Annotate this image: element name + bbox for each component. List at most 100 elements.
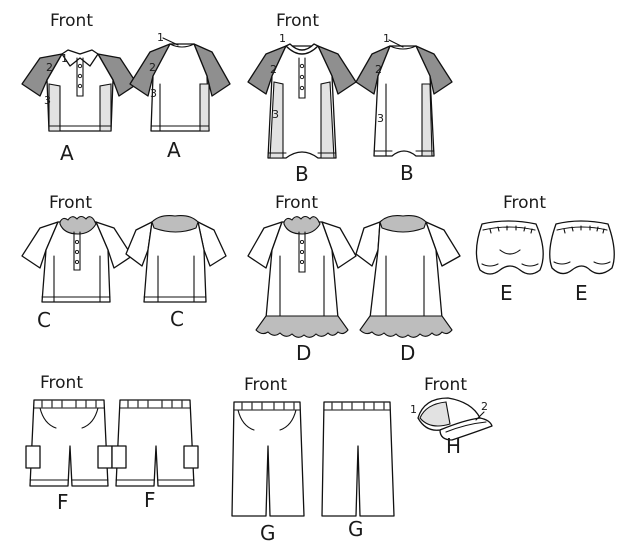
shorts-f-back-gathers (127, 400, 183, 408)
view-letter-f: F (144, 488, 156, 512)
dress-d-front-hem-ruffle (255, 315, 349, 338)
view-letter-c: C (37, 308, 51, 332)
bloomers-e-back-waistband (556, 226, 608, 231)
shorts-f-front-pockets (39, 407, 99, 429)
top-c-placket (73, 231, 81, 271)
shorts-f-front-gathers (41, 400, 97, 408)
view-letter-d: D (296, 341, 311, 365)
piece-number-1: 1 (157, 31, 164, 44)
shirt-a-button (77, 83, 83, 89)
dress-d-button (299, 259, 305, 265)
romper-b-front (247, 43, 357, 159)
front-label-b: Front (276, 11, 319, 31)
shorts-f-back-left-cargo-pocket (111, 445, 127, 469)
romper-b-back-right-side-panel (421, 83, 433, 157)
top-c-back-neck-ruffle (151, 215, 199, 233)
bloomers-e-back-gathers (563, 225, 605, 234)
romper-b-button (299, 85, 305, 91)
pants-g-front-body (231, 401, 305, 517)
view-letter-d: D (400, 341, 415, 365)
romper-b-front-left-side-panel (269, 81, 284, 159)
dress-d-button (299, 249, 305, 255)
dress-d-front-body (265, 221, 339, 319)
pants-g-back-body (321, 401, 395, 517)
bloomers-e-back-body (549, 220, 615, 275)
front-label-e: Front (503, 193, 546, 213)
piece-number-1: 1 (410, 403, 417, 416)
top-c-back (125, 215, 227, 303)
view-letter-a: A (60, 141, 74, 165)
pants-g-front (231, 401, 305, 517)
shirt-a-back-neck (169, 43, 195, 48)
bloomers-e-back-leg-elastic (553, 261, 611, 265)
leader-line (388, 39, 404, 48)
shirt-a-button (77, 73, 83, 79)
cap-h-brim-stitch (445, 421, 487, 433)
cap-h-brim (439, 417, 493, 441)
romper-b-back-body (373, 45, 435, 157)
front-label-f: Front (40, 373, 83, 393)
shorts-f-front (25, 399, 113, 487)
shorts-f-front-left-cargo-pocket (25, 445, 41, 469)
shirt-a-button (77, 63, 83, 69)
shorts-f-front-body (29, 399, 109, 487)
view-letter-b: B (400, 161, 414, 185)
view-letter-e: E (575, 281, 588, 305)
piece-number-1: 1 (61, 52, 68, 65)
piece-number-3: 3 (44, 94, 51, 107)
romper-b-front-body (267, 45, 337, 159)
view-letter-g: G (348, 517, 364, 541)
top-c-button (74, 259, 80, 265)
front-label-c: Front (49, 193, 92, 213)
view-letter-f: F (57, 490, 69, 514)
dress-d-button (299, 239, 305, 245)
romper-b-collar (285, 43, 319, 55)
dress-d-back-seams (385, 255, 425, 317)
shorts-f-front-right-cargo-pocket (97, 445, 113, 469)
pants-g-back (321, 401, 395, 517)
piece-number-3: 3 (272, 108, 279, 121)
piece-number-2: 2 (270, 63, 277, 76)
piece-number-2: 2 (46, 61, 53, 74)
top-c-back-body (143, 221, 207, 303)
pants-g-front-gathers (241, 402, 295, 410)
pants-g-front-pockets (237, 409, 297, 431)
piece-number-1: 1 (383, 32, 390, 45)
front-label-a: Front (50, 11, 93, 31)
piece-number-3: 3 (150, 87, 157, 100)
piece-number-2: 2 (149, 61, 156, 74)
front-label-h: Front (424, 375, 467, 395)
shirt-a-front-left-side-panel (48, 83, 61, 132)
bloomers-e-front-gathers (489, 225, 533, 234)
dress-d-back-body (369, 221, 443, 319)
romper-b-button (299, 74, 305, 80)
shirt-a-front (21, 49, 138, 132)
bloomers-e-front-crotch (499, 249, 521, 255)
shirt-a-collar (61, 49, 99, 67)
cap-h-crown-panel (419, 401, 451, 427)
shorts-f-back (111, 399, 199, 487)
dress-d-back-neck-ruffle (379, 215, 427, 233)
top-c-neck-ruffle (59, 215, 97, 235)
bloomers-e-front-body (475, 220, 544, 275)
view-letter-g: G (260, 521, 276, 545)
romper-b-back (355, 45, 453, 157)
romper-b-placket (298, 57, 306, 99)
leader-line (162, 37, 179, 46)
shirt-a-back-right-side-panel (199, 83, 210, 132)
view-letter-e: E (500, 281, 513, 305)
piece-number-2: 2 (481, 400, 488, 413)
romper-b-front-right-side-panel (320, 81, 335, 159)
dress-d-panel-seams (279, 255, 325, 317)
dress-d-back (355, 215, 461, 338)
bloomers-e-back (549, 220, 615, 275)
view-letter-h: H (446, 434, 461, 458)
dress-d-front (247, 215, 357, 338)
top-c-front (21, 215, 133, 303)
top-c-panel-seams (41, 255, 111, 303)
shirt-a-back (129, 43, 231, 132)
shirt-a-front-right-side-panel (99, 83, 112, 132)
piece-number-1: 1 (279, 32, 286, 45)
piece-number-3: 3 (377, 112, 384, 125)
